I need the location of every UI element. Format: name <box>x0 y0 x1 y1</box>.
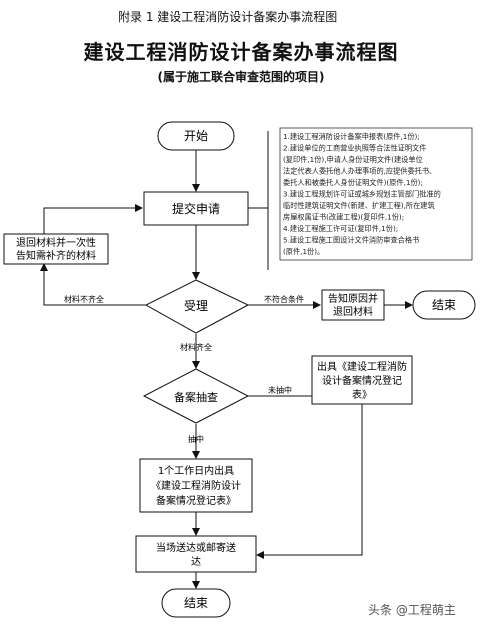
materials-note-line: 5.建设工程施工图设计文件消防审查合格书 <box>283 236 419 245</box>
workday-issue-box <box>139 458 253 513</box>
edge-record-deliver <box>256 404 363 559</box>
deliver-line-1: 当场送达或邮寄送 <box>156 541 236 554</box>
subtitle: (属于施工联合审查范围的项目) <box>157 70 325 84</box>
materials-note-line: 临时性建筑证明文件(新建、扩建工程),所在建筑 <box>283 201 435 210</box>
edge-label-not-selected: 未抽中 <box>268 385 292 395</box>
edge-accept-return <box>40 263 146 306</box>
notify-return-box <box>321 289 385 321</box>
notify-return-line-2: 退回材料 <box>333 305 373 318</box>
issue-record-line-2: 设计备案情况登记 <box>322 374 402 387</box>
appendix-title: 附录 1 建设工程消防设计备案办事流程图 <box>118 10 338 24</box>
edge-label-selected: 抽中 <box>188 434 204 444</box>
materials-note-line: 3.建设工程规划许可证或城乡规划主管部门批准的 <box>283 190 441 199</box>
materials-note-lines: 1.建设工程消防设计备案申报表(原件,1份); 2.建设单位的工商营业执照等合法性… <box>283 132 441 256</box>
return-materials-box <box>3 233 109 265</box>
workday-issue-line-3: 备案情况登记表》 <box>156 494 236 507</box>
issue-record-line-3: 表》 <box>352 388 372 401</box>
materials-note-line: (复印件,1份),申请人身份证明文件(建设单位 <box>283 155 423 164</box>
edge-label-not-compliant: 不符合条件 <box>264 294 304 304</box>
deliver-box <box>135 535 257 573</box>
workday-issue-line-1: 1个工作日内出具 <box>158 464 234 477</box>
materials-note-line: 法定代表人委托他人办理事项的,应提供委托书、 <box>283 167 436 176</box>
submit-box <box>143 191 249 226</box>
materials-note-line: 委托人和被委托人身份证明文件)(原件,1份); <box>283 178 423 187</box>
return-materials-line-2: 告知需补齐的材料 <box>16 249 96 262</box>
watermark: 头条 @工程萌主 <box>368 603 456 617</box>
edge-label-complete: 材料齐全 <box>180 342 212 352</box>
main-title: 建设工程消防设计备案办事流程图 <box>83 40 399 64</box>
end-bottom-terminal <box>161 588 231 618</box>
accept-decision <box>144 279 250 334</box>
edge-return-submit <box>43 204 143 234</box>
spot-check-label: 备案抽查 <box>174 390 218 404</box>
materials-note-line: 1.建设工程消防设计备案申报表(原件,1份); <box>283 132 420 141</box>
end-right-label: 结束 <box>432 298 456 312</box>
start-terminal <box>157 121 235 151</box>
materials-note-line: 4.建设工程施工许可证(复印件,1份); <box>283 224 398 233</box>
materials-note <box>279 127 473 261</box>
start-label: 开始 <box>184 129 208 143</box>
materials-note-line: 房屋权属证书(改建工程)(复印件,1份); <box>283 213 404 222</box>
issue-record-box <box>311 355 413 405</box>
submit-label: 提交申请 <box>172 201 220 216</box>
spot-check-decision <box>142 368 250 424</box>
notify-return-line-1: 告知原因并 <box>328 292 378 305</box>
return-materials-line-1: 退回材料并一次性 <box>16 236 96 249</box>
connectors <box>40 131 413 589</box>
end-right-terminal <box>412 290 476 320</box>
accept-label: 受理 <box>184 299 208 313</box>
materials-note-line: 2.建设单位的工商营业执照等合法性证明文件 <box>283 144 426 153</box>
materials-note-line: (原件,1份)。 <box>283 247 324 256</box>
workday-issue-line-2: 《建设工程消防设计 <box>151 479 241 492</box>
issue-record-line-1: 出具《建设工程消防 <box>317 360 407 373</box>
edge-label-incomplete: 材料不齐全 <box>64 294 104 304</box>
deliver-line-2: 达 <box>191 556 201 568</box>
end-bottom-label: 结束 <box>184 596 208 610</box>
